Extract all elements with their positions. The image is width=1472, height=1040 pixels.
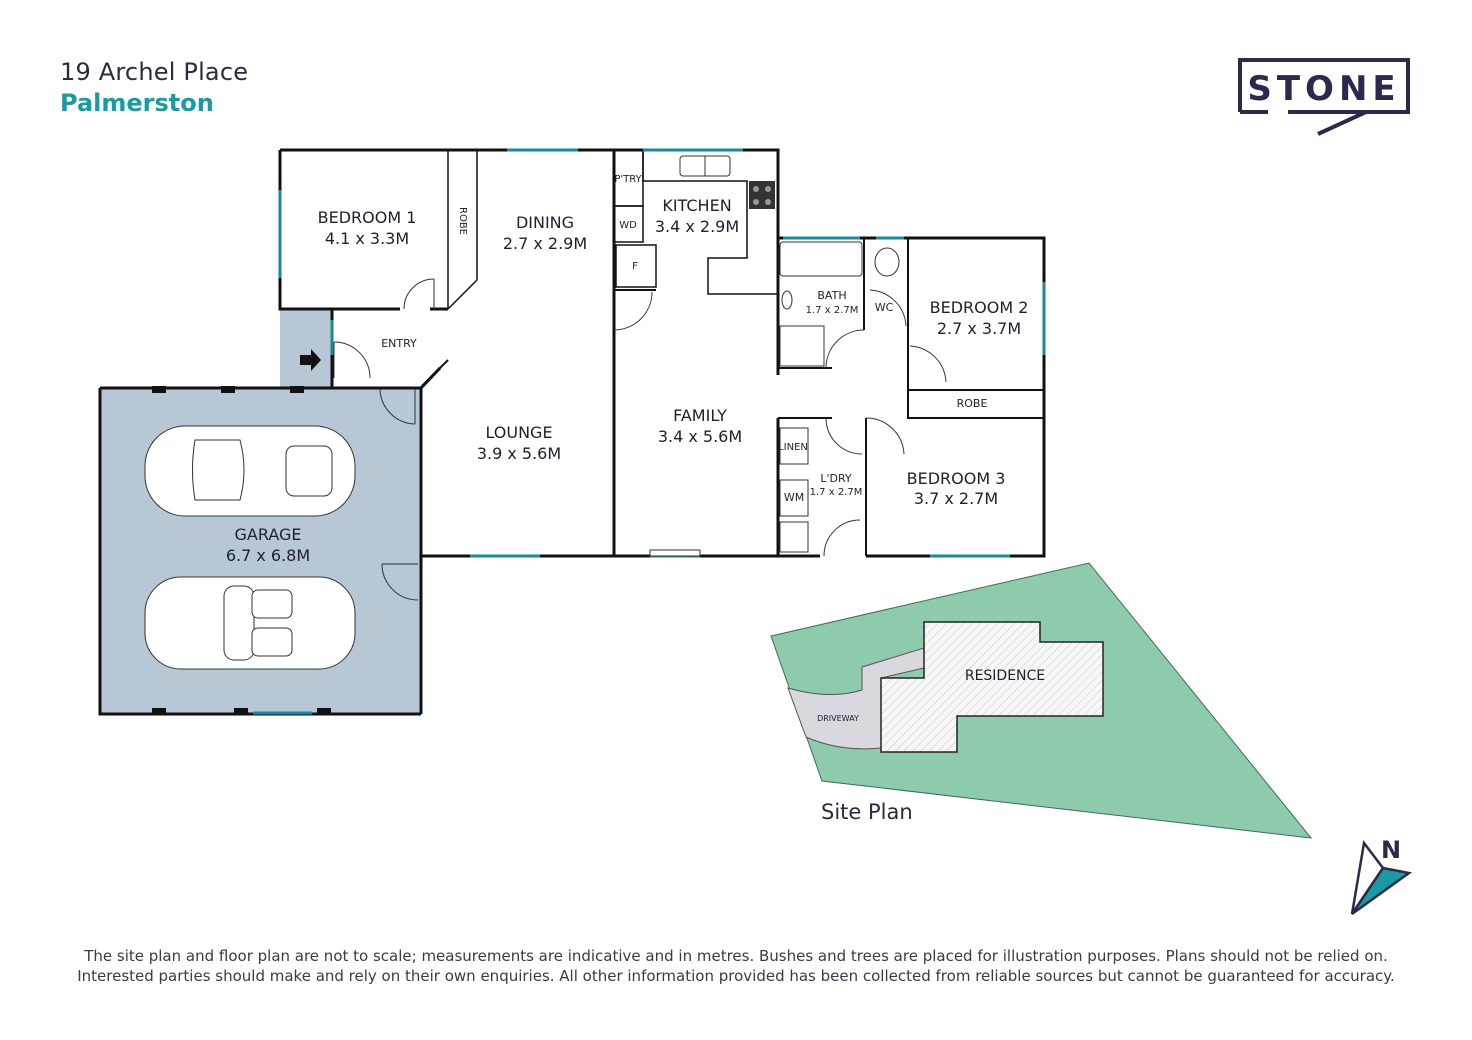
garage-door-swing-top	[379, 388, 416, 425]
room-dining-name: DINING	[516, 213, 574, 232]
room-dining-size: 2.7 x 2.9M	[503, 234, 587, 253]
disclaimer-line-2: Interested parties should make and rely …	[77, 967, 1395, 985]
garage-door-swing-side	[381, 563, 419, 601]
room-family-size: 3.4 x 5.6M	[658, 427, 742, 446]
site-residence-label: RESIDENCE	[965, 668, 1045, 684]
laundry-fixtures	[779, 427, 809, 553]
label-linen: LINEN	[778, 442, 808, 453]
windows	[278, 148, 1046, 558]
room-kitchen-name: KITCHEN	[662, 196, 731, 215]
room-laundry-name: L'DRY	[820, 472, 852, 485]
entry-arrow-icon	[300, 349, 321, 371]
room-bedroom-2-size: 2.7 x 3.7M	[937, 319, 1021, 338]
property-address: 19 Archel Place	[60, 58, 249, 86]
room-bedroom-3-name: BEDROOM 3	[907, 469, 1006, 488]
car-top-icon	[144, 425, 356, 517]
label-entry: ENTRY	[381, 337, 417, 350]
room-bath-name: BATH	[817, 289, 846, 302]
site-residence	[880, 621, 1104, 753]
room-garage-name: GARAGE	[235, 525, 302, 544]
bath-fixtures	[779, 241, 900, 367]
sliding-door	[649, 549, 701, 557]
label-pantry: P'TRY	[614, 174, 642, 185]
room-bedroom-2-name: BEDROOM 2	[930, 298, 1029, 317]
label-wd: WD	[619, 220, 637, 231]
room-bedroom-1-name: BEDROOM 1	[318, 208, 417, 227]
cooktop-icon	[749, 181, 775, 209]
sink-icon	[679, 155, 731, 177]
room-lounge-name: LOUNGE	[485, 423, 552, 442]
kitchen-bench	[613, 149, 778, 295]
disclaimer: The site plan and floor plan are not to …	[40, 946, 1432, 986]
label-wm: WM	[784, 491, 804, 504]
logo-text: STONE	[1247, 69, 1400, 109]
site-plan-title: Site Plan	[821, 800, 913, 824]
interior-walls	[614, 238, 1044, 556]
label-fridge: F	[632, 261, 638, 272]
robe-1	[447, 150, 478, 310]
north-compass-icon: N	[1350, 836, 1413, 916]
room-garage-size: 6.7 x 6.8M	[226, 546, 310, 565]
room-bedroom-3-size: 3.7 x 2.7M	[914, 489, 998, 508]
room-bedroom-1-size: 4.1 x 3.3M	[325, 229, 409, 248]
label-robe-2: ROBE	[957, 397, 988, 410]
label-robe-1: ROBE	[457, 207, 468, 235]
room-bath-size: 1.7 x 2.7M	[806, 305, 859, 316]
garage-posts	[152, 386, 331, 715]
label-wc: WC	[875, 301, 894, 314]
stone-logo: STONE	[1238, 58, 1410, 136]
room-kitchen-size: 3.4 x 2.9M	[655, 217, 739, 236]
room-family-name: FAMILY	[673, 406, 727, 425]
disclaimer-line-1: The site plan and floor plan are not to …	[84, 947, 1388, 965]
car-convertible-icon	[144, 576, 356, 670]
door-swings	[333, 278, 947, 557]
room-laundry-size: 1.7 x 2.7M	[810, 487, 863, 498]
porch-area	[280, 309, 332, 388]
room-lounge-size: 3.9 x 5.6M	[477, 444, 561, 463]
site-driveway-label: DRIVEWAY	[817, 714, 859, 723]
north-label: N	[1381, 836, 1401, 864]
property-suburb: Palmerston	[60, 89, 214, 117]
